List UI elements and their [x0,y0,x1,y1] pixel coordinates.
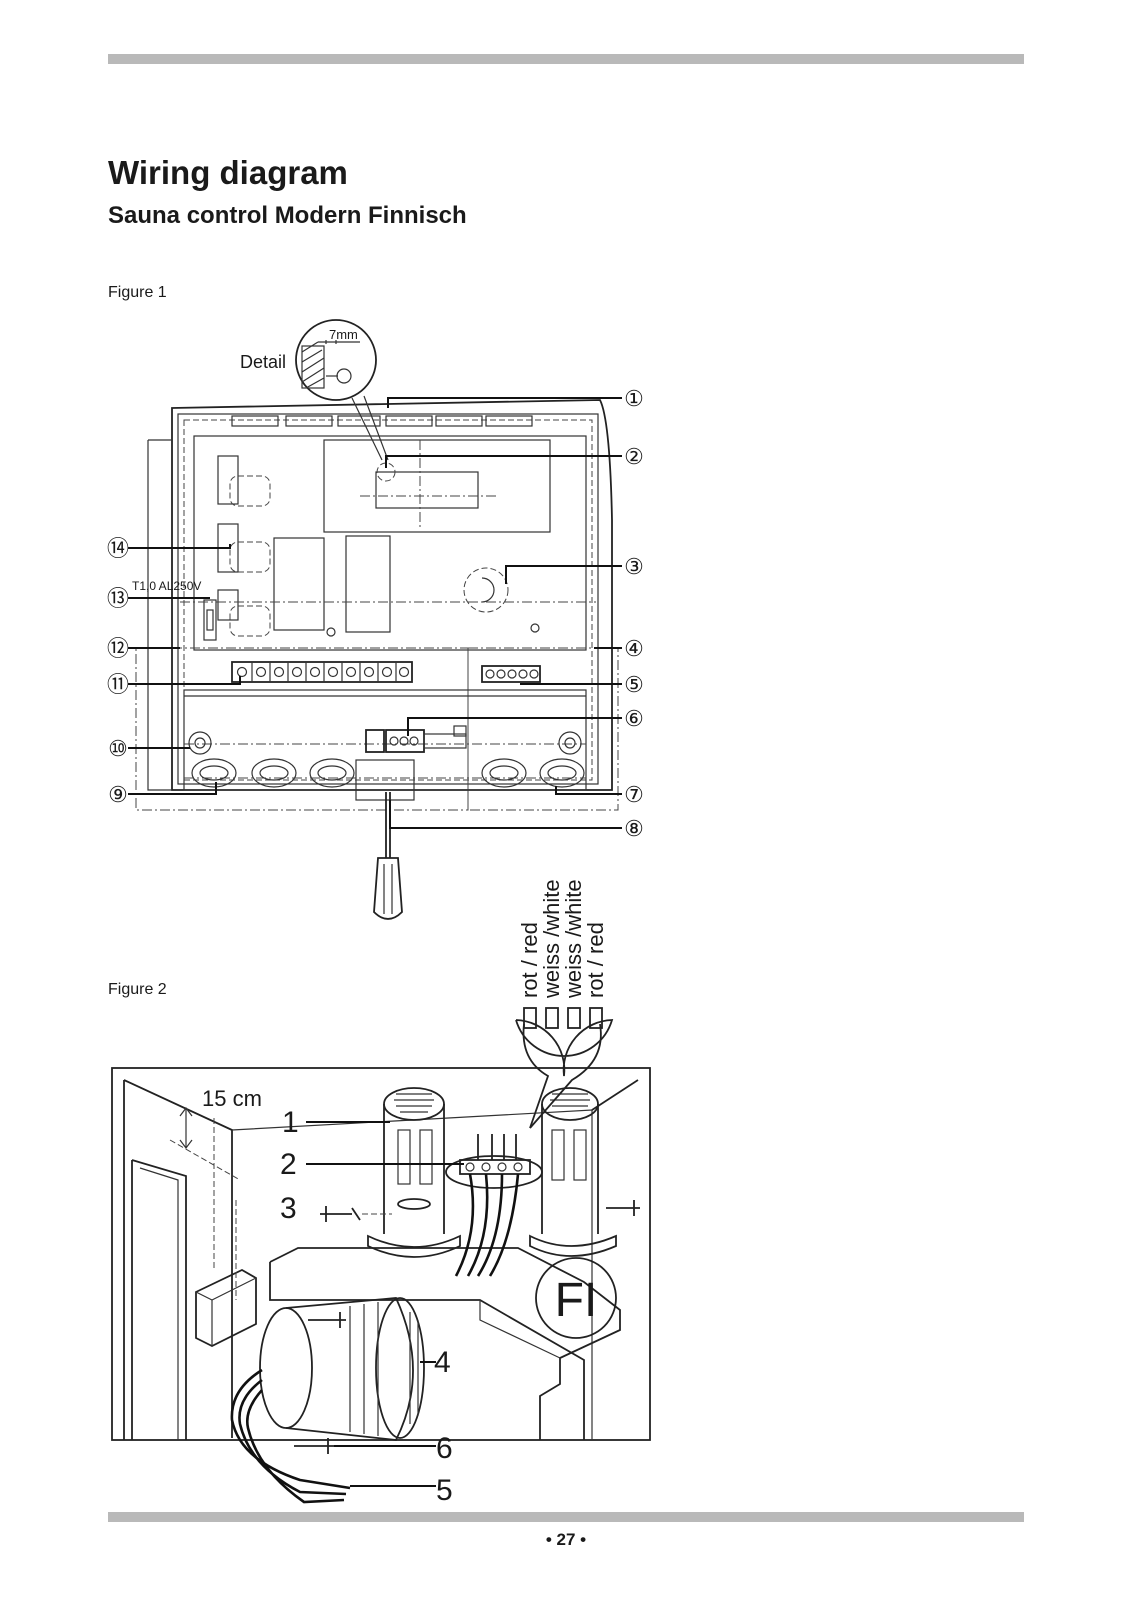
fig2-callout-5: 5 [436,1474,453,1507]
screws [294,1200,640,1454]
detail-dimension: 7mm [329,327,358,342]
callout-2: ② [624,444,644,469]
distance-label: 15 cm [202,1086,262,1111]
wire-label-4: rot / red [583,922,608,998]
callout-13: ⑬ [107,586,129,611]
figure-2-label: Figure 2 [108,981,167,998]
figure-1-diagram: 7mm Detail T1,0 AL250V ① ② ③ ④ ⑤ [107,319,644,920]
top-rule [108,54,1024,64]
fig2-callout-1: 1 [282,1106,299,1139]
terminal-block-left [231,661,413,683]
detail-label: Detail [240,352,286,372]
screwdriver-illustration [373,792,403,920]
callout-7: ⑦ [624,782,644,807]
page-title: Wiring diagram [108,154,348,191]
callout-3: ③ [624,554,644,579]
page-number: • 27 • [545,1530,587,1549]
callout-9: ⑨ [108,782,128,807]
fi-breaker-symbol [535,1257,617,1339]
figure-1-callout-right: ① ② ③ ④ ⑤ ⑥ ⑦ ⑧ [624,386,644,841]
bottom-rule [108,1512,1024,1522]
wire-label-2: weiss /white [539,879,564,999]
figure-1-callout-left: ⑨ ⑩ ⑪ ⑫ ⑬ ⑭ [107,536,129,807]
callout-1: ① [624,386,644,411]
fig2-callout-4: 4 [434,1346,451,1379]
detail-bubble [295,319,396,482]
vent-slots [231,415,533,427]
wire-zoom-bubble [515,1007,614,1129]
fi-label: FI [555,1274,598,1327]
wire-label-1: rot / red [517,922,542,998]
terminal-plate [445,1134,543,1277]
figure-1-callout-lines [128,397,622,829]
page-subtitle: Sauna control Modern Finnisch [108,202,467,229]
callout-4: ④ [624,636,644,661]
callout-5: ⑤ [624,672,644,697]
fig2-callout-6: 6 [436,1432,453,1465]
figure-2-diagram: 15 cm [111,879,651,1507]
callout-11: ⑪ [107,672,129,697]
callout-8: ⑧ [624,816,644,841]
terminal-block-right [481,665,541,683]
callout-6: ⑥ [624,706,644,731]
figure-2-callout-lines [306,1121,464,1487]
figure-2-callouts: 1 2 3 4 5 6 [280,1106,453,1507]
fuse-label: T1,0 AL250V [132,579,201,593]
callout-10: ⑩ [108,736,128,761]
heater-left [367,1087,461,1258]
figure-1-label: Figure 1 [108,284,167,301]
ventilator-unit [230,1297,425,1504]
fig2-callout-2: 2 [280,1148,297,1181]
wire-label-3: weiss /white [561,879,586,999]
callout-12: ⑫ [107,636,129,661]
fig2-callout-3: 3 [280,1192,297,1225]
callout-14: ⑭ [107,536,129,561]
